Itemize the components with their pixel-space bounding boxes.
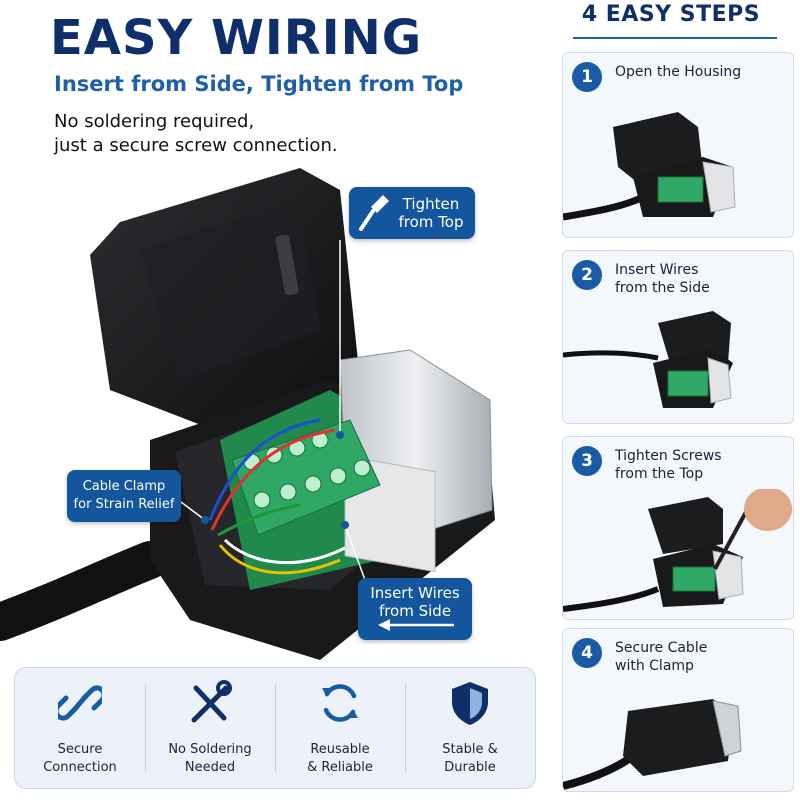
step-2-illustration — [563, 311, 733, 408]
hero-tagline: No soldering required, just a secure scr… — [54, 110, 384, 158]
feature-label: Secure — [57, 742, 103, 757]
shield-icon — [452, 682, 488, 725]
feature-label: Stable & — [442, 742, 498, 757]
steps-divider — [573, 37, 777, 39]
link-icon — [53, 685, 107, 721]
feature-label: Durable — [444, 760, 496, 775]
screwdriver-icon — [359, 195, 389, 231]
hero-subtitle: Insert from Side, Tighten from Top — [54, 72, 464, 96]
tools-icon — [191, 680, 232, 723]
step-text: Tighten Screws from the Top — [615, 447, 785, 483]
callout-text: from Side — [378, 602, 452, 620]
callout-text: Tighten — [402, 195, 460, 213]
connector-product-illustration — [0, 168, 495, 660]
callout-text: from Top — [398, 213, 464, 231]
step-card-2: 2 Insert Wires from the Side — [562, 250, 794, 424]
step-4-illustration — [563, 699, 742, 790]
callout-text: Cable Clamp — [82, 479, 166, 494]
step-label: from the Side — [615, 280, 710, 296]
step-text: Secure Cable with Clamp — [615, 639, 785, 675]
cable — [0, 541, 169, 641]
hero-title: EASY WIRING — [50, 10, 423, 66]
step-number-badge: 4 — [572, 638, 602, 668]
step-number-badge: 1 — [572, 62, 602, 92]
callout-tighten-from-top: Tighten from Top — [349, 187, 475, 239]
callout-text: Insert Wires — [370, 584, 460, 602]
callout-insert-wires: Insert Wires from Side — [358, 578, 472, 640]
step-card-1: 1 Open the Housing — [562, 52, 794, 238]
step-text: Open the Housing — [615, 63, 785, 81]
step-number-badge: 3 — [572, 446, 602, 476]
tagline-line: No soldering required, — [54, 111, 255, 132]
feature-label: Connection — [43, 760, 117, 775]
step-card-3: 3 Tighten Screws from the Top — [562, 436, 794, 620]
steps-title: 4 EASY STEPS — [581, 2, 761, 27]
feature-stable-durable: Stable & Durable — [405, 668, 535, 788]
feature-label: No Soldering — [168, 742, 252, 757]
feature-secure-connection: Secure Connection — [15, 668, 145, 788]
callout-cable-clamp: Cable Clamp for Strain Relief — [67, 470, 181, 522]
refresh-icon — [322, 684, 358, 722]
step-label: Tighten Screws — [615, 448, 722, 464]
step-label: Insert Wires — [615, 262, 699, 278]
step-card-4: 4 Secure Cable with Clamp — [562, 628, 794, 792]
feature-label: Needed — [184, 760, 236, 775]
step-label: Secure Cable — [615, 640, 708, 656]
feature-label: Reusable — [310, 742, 370, 757]
step-number-badge: 2 — [572, 260, 602, 290]
callout-text: for Strain Relief — [73, 497, 175, 512]
features-bar: Secure Connection No Soldering Needed R — [14, 667, 536, 789]
step-label: from the Top — [615, 466, 704, 482]
step-text: Insert Wires from the Side — [615, 261, 785, 297]
step-label: with Clamp — [615, 658, 694, 674]
step-label: Open the Housing — [615, 64, 742, 80]
feature-no-soldering: No Soldering Needed — [145, 668, 275, 788]
tagline-line: just a secure screw connection. — [54, 135, 338, 156]
left-arrow-icon — [378, 619, 454, 631]
feature-label: & Reliable — [307, 760, 373, 775]
feature-reusable: Reusable & Reliable — [275, 668, 405, 788]
step-3-illustration — [563, 489, 792, 612]
step-1-illustration — [563, 112, 736, 221]
